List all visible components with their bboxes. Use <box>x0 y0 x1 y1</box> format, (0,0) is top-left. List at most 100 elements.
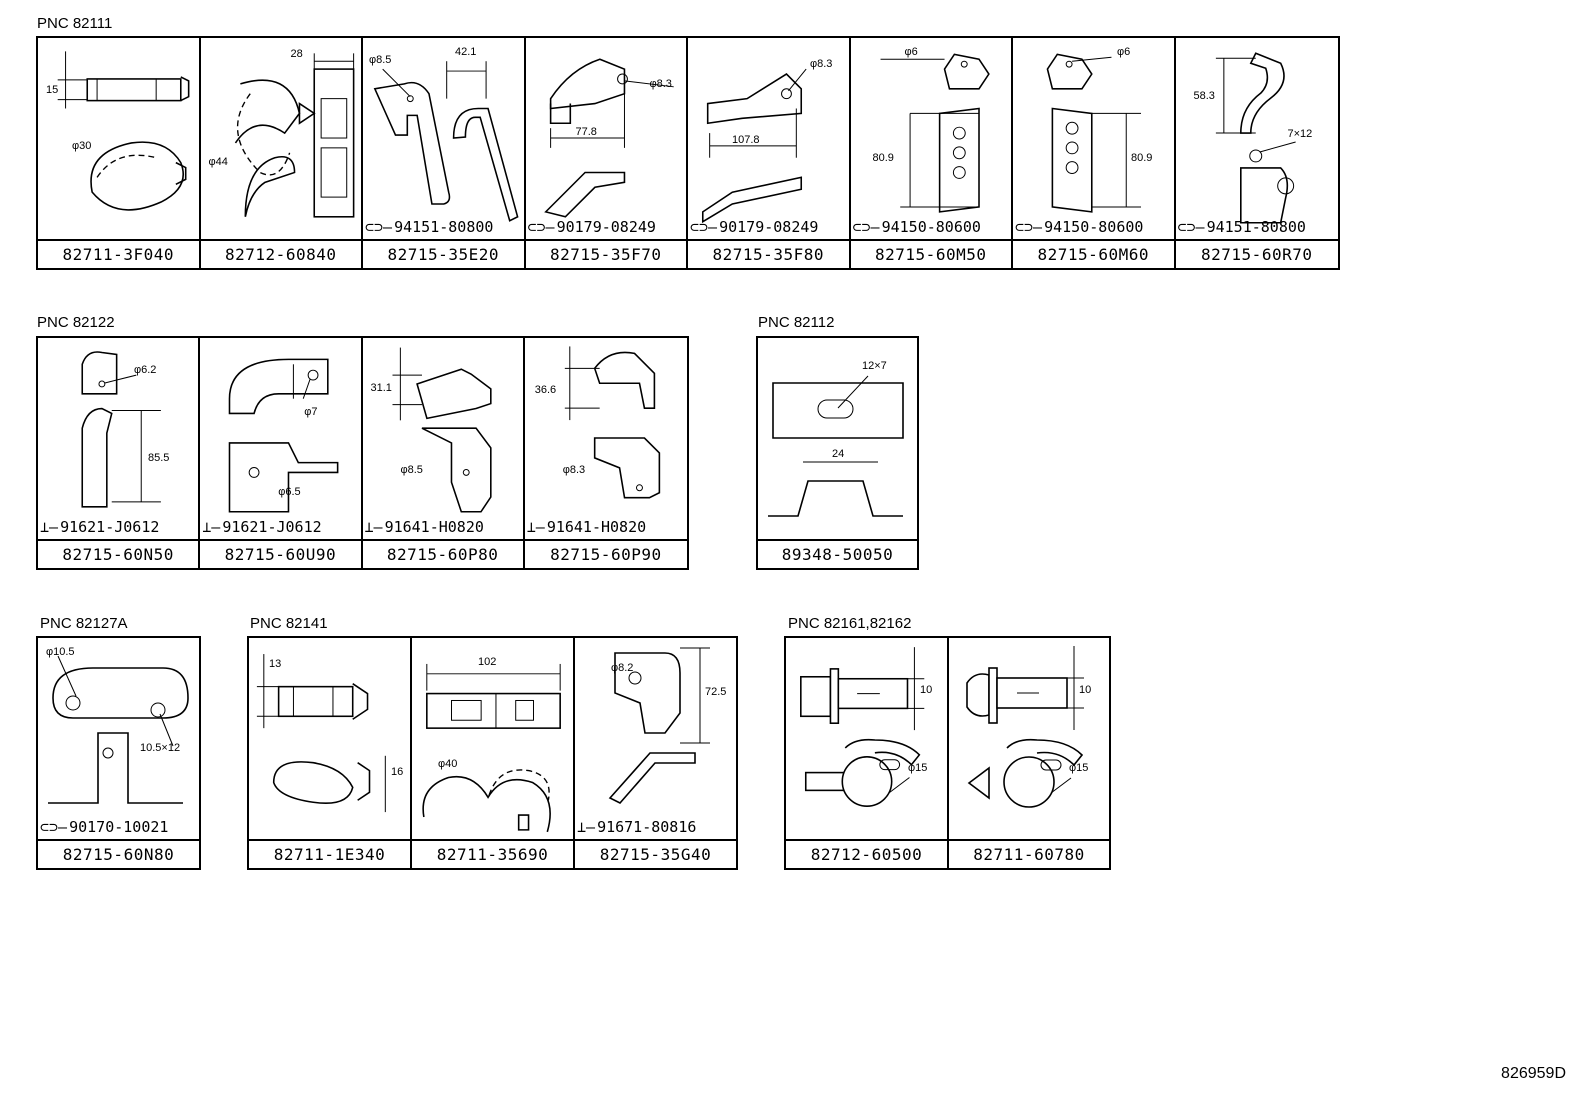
part-drawing <box>1215 52 1296 224</box>
dimension-label: φ30 <box>72 140 92 152</box>
fastener-reference: ⊂⊃—90179-08249 <box>528 216 685 238</box>
part-number: 82715-60M60 <box>1013 239 1174 268</box>
dimension-label: 85.5 <box>148 452 170 464</box>
nut-icon: ⊂⊃— <box>527 218 555 236</box>
part-cell[interactable]: φ8.5 42.1 ⊂⊃—94151-80800 82715-35E20 <box>363 38 526 268</box>
dimension-label: 10 <box>1079 684 1092 696</box>
dimension-label: φ8.2 <box>611 662 634 674</box>
part-number: 82711-35690 <box>412 839 573 868</box>
part-cell[interactable]: 31.1 φ8.5 ⊥—91641-H0820 82715-60P80 <box>362 338 525 568</box>
part-cell[interactable]: 102 φ40 82711-35690 <box>412 638 575 868</box>
fastener-part-number: 90170-10021 <box>69 818 169 836</box>
part-cell[interactable]: φ6 80.9 ⊂⊃—94150-80600 82715-60M50 <box>850 38 1013 268</box>
dimension-label: 36.6 <box>534 384 557 396</box>
part-number: 89348-50050 <box>758 539 917 568</box>
dimension-label: 10.5×12 <box>140 742 181 754</box>
bolt-icon: ⊥— <box>40 518 59 536</box>
part-cell[interactable]: 12×7 24 89348-50050 <box>758 338 917 568</box>
dimension-label: 13 <box>269 658 282 670</box>
bolt-icon: ⊥— <box>526 518 545 536</box>
part-cell[interactable]: φ8.2 72.5 ⊥—91671-80816 82715-35G40 <box>575 638 736 868</box>
part-cell[interactable]: 10 φ15 82712-60500 <box>786 638 949 868</box>
pnc-label-82122: PNC 82122 <box>37 314 115 331</box>
part-drawing <box>564 346 660 499</box>
part-number: 82715-60P90 <box>524 539 687 568</box>
fastener-reference: ⊥—91641-H0820 <box>365 516 521 538</box>
pnc-label-82111: PNC 82111 <box>37 15 113 32</box>
fastener-part-number: 91671-80816 <box>597 818 697 836</box>
fastener-reference: ⊥—91671-80816 <box>577 816 734 838</box>
part-cell[interactable]: φ10.5 10.5×12 ⊂⊃—90170-10021 82715-60N80 <box>38 638 199 868</box>
part-number: 82712-60840 <box>200 239 361 268</box>
fastener-part-number: 94150-80600 <box>1044 218 1144 236</box>
part-cell[interactable]: 13 16 82711-1E340 <box>249 638 412 868</box>
dimension-label: 7×12 <box>1287 128 1313 140</box>
part-number: 82711-1E340 <box>249 839 410 868</box>
fastener-reference: ⊂⊃—94150-80600 <box>853 216 1010 238</box>
part-drawing <box>234 53 354 218</box>
bolt-icon: ⊥— <box>202 518 221 536</box>
part-number: 82715-35F80 <box>688 239 849 268</box>
part-cell[interactable]: φ6.2 85.5 ⊥—91621-J0612 82715-60N50 <box>38 338 201 568</box>
fastener-part-number: 94151-80800 <box>1206 218 1306 236</box>
dimension-label: φ10.5 <box>46 646 75 658</box>
dimension-label: φ8.5 <box>369 54 392 66</box>
part-drawing <box>768 375 904 517</box>
part-drawing <box>57 51 190 211</box>
dimension-label: φ6 <box>904 46 918 58</box>
bolt-icon: ⊥— <box>577 818 596 836</box>
fastener-part-number: 94151-80800 <box>394 218 494 236</box>
dimension-label: φ7 <box>304 406 318 418</box>
fastener-reference: ⊂⊃—94151-80800 <box>365 216 522 238</box>
dimension-label: φ8.3 <box>649 78 672 90</box>
pnc-label-82161-82162: PNC 82161,82162 <box>788 615 912 632</box>
dimension-label: φ8.3 <box>562 464 586 476</box>
dimension-label: 72.5 <box>705 686 727 698</box>
part-drawing <box>81 351 161 508</box>
part-cell[interactable]: 36.6 φ8.3 ⊥—91641-H0820 82715-60P90 <box>524 338 687 568</box>
fastener-reference: ⊂⊃—94151-80800 <box>1178 216 1337 238</box>
dimension-label: 31.1 <box>370 382 392 394</box>
part-number: 82715-60N80 <box>38 839 199 868</box>
dimension-label: 80.9 <box>1131 152 1153 164</box>
part-number: 82715-60P80 <box>362 539 523 568</box>
part-cell[interactable]: φ8.3 107.8 ⊂⊃—90179-08249 82715-35F80 <box>688 38 851 268</box>
pnc-label-82127a: PNC 82127A <box>40 615 128 632</box>
pnc-label-82141: PNC 82141 <box>250 615 328 632</box>
part-number: 82715-35F70 <box>525 239 686 268</box>
dimension-label: 107.8 <box>732 134 760 146</box>
group-82127a: φ10.5 10.5×12 ⊂⊃—90170-10021 82715-60N80 <box>36 636 201 870</box>
fastener-part-number: 91621-J0612 <box>60 518 160 536</box>
part-cell[interactable]: 58.3 7×12 ⊂⊃—94151-80800 82715-60R70 <box>1175 38 1338 268</box>
part-cell[interactable]: φ8.3 77.8 ⊂⊃—90179-08249 82715-35F70 <box>525 38 688 268</box>
part-drawing <box>1046 53 1142 213</box>
part-cell[interactable]: 15 φ30 82711-3F040 <box>38 38 201 268</box>
pnc-label-82112: PNC 82112 <box>758 314 835 331</box>
dimension-label: 102 <box>478 656 497 668</box>
fastener-part-number: 90179-08249 <box>556 218 656 236</box>
part-number: 82715-60N50 <box>38 539 199 568</box>
dimension-label: φ15 <box>908 762 928 774</box>
part-number: 82715-35E20 <box>363 239 524 268</box>
part-drawing <box>543 58 674 218</box>
nut-icon: ⊂⊃— <box>40 818 68 836</box>
dimension-label: φ6 <box>1117 46 1131 58</box>
fastener-reference: ⊂⊃—90179-08249 <box>690 216 847 238</box>
drawing-number: 826959D <box>1501 1065 1566 1082</box>
dimension-label: 80.9 <box>872 152 894 164</box>
part-drawing <box>373 61 519 222</box>
part-cell[interactable]: φ7 φ6.5 ⊥—91621-J0612 82715-60U90 <box>200 338 363 568</box>
part-cell[interactable]: 28 φ44 82712-60840 <box>200 38 363 268</box>
dimension-label: 77.8 <box>575 126 597 138</box>
part-drawing <box>228 358 339 513</box>
group-82161-82162: 10 φ15 82712-60500 10 φ15 82711-60780 <box>784 636 1111 870</box>
dimension-label: φ15 <box>1069 762 1089 774</box>
fastener-reference: ⊂⊃—94150-80600 <box>1015 216 1172 238</box>
part-cell[interactable]: φ6 80.9 ⊂⊃—94150-80600 82715-60M60 <box>1013 38 1176 268</box>
part-drawing <box>608 647 710 804</box>
group-82122: φ6.2 85.5 ⊥—91621-J0612 82715-60N50 φ7 φ… <box>36 336 689 570</box>
part-cell[interactable]: 10 φ15 82711-60780 <box>949 638 1109 868</box>
dimension-label: φ8.5 <box>400 464 423 476</box>
fastener-reference: ⊥—91621-J0612 <box>202 516 358 538</box>
dimension-label: φ40 <box>438 758 458 770</box>
